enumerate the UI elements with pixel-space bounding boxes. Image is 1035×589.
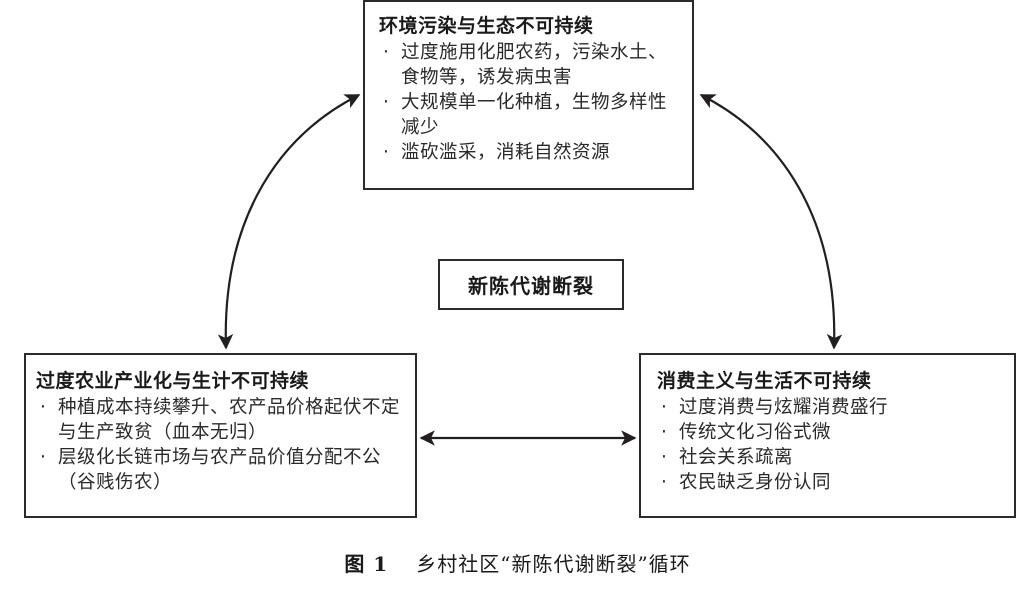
- list-item: · 层级化长链市场与农产品价值分配不公（谷贱伤农）: [36, 445, 405, 495]
- figure-title: 乡村社区“新陈代谢断裂”循环: [416, 552, 691, 576]
- list-item: · 过度施用化肥农药，污染水土、食物等，诱发病虫害: [379, 40, 678, 90]
- list-item: · 种植成本持续攀升、农产品价格起伏不定与生产致贫（血本无归）: [36, 395, 405, 445]
- item-text: 农民缺乏身份认同: [679, 472, 832, 493]
- consumerism-box: 消费主义与生活不可持续 · 过度消费与炫耀消费盛行 · 传统文化习俗式微 · 社会关系…: [639, 353, 1016, 518]
- environment-title: 环境污染与生态不可持续: [379, 15, 594, 37]
- list-item: · 传统文化习俗式微: [657, 420, 1004, 445]
- consumerism-items: · 过度消费与炫耀消费盛行 · 传统文化习俗式微 · 社会关系疏离 · 农民缺乏身份认同: [657, 395, 1004, 495]
- list-item: · 过度消费与炫耀消费盛行: [657, 395, 1004, 420]
- bullet-icon: ·: [40, 447, 47, 468]
- agriculture-title: 过度农业产业化与生计不可持续: [36, 370, 310, 392]
- bullet-icon: ·: [383, 42, 390, 63]
- environment-box: 环境污染与生态不可持续 · 过度施用化肥农药，污染水土、食物等，诱发病虫害 · 大规…: [363, 0, 694, 190]
- item-text: 大规模单一化种植，生物多样性减少: [401, 92, 668, 138]
- bullet-icon: ·: [661, 447, 668, 468]
- item-text: 种植成本持续攀升、农产品价格起伏不定与生产致贫（血本无归）: [58, 397, 401, 443]
- bullet-icon: ·: [661, 422, 668, 443]
- center-box: 新陈代谢断裂: [438, 259, 624, 310]
- arrow-environment-agriculture: [217, 94, 361, 350]
- arrow-environment-consumerism: [699, 94, 843, 350]
- item-text: 社会关系疏离: [679, 447, 794, 468]
- list-item: · 农民缺乏身份认同: [657, 470, 1004, 495]
- bullet-icon: ·: [661, 397, 668, 418]
- figure-caption: 图 1 乡村社区“新陈代谢断裂”循环: [0, 548, 1035, 577]
- list-item: · 滥砍滥采，消耗自然资源: [379, 140, 678, 165]
- item-text: 滥砍滥采，消耗自然资源: [401, 142, 611, 163]
- bullet-icon: ·: [383, 92, 390, 113]
- bullet-icon: ·: [40, 397, 47, 418]
- bullet-icon: ·: [383, 142, 390, 163]
- item-text: 层级化长链市场与农产品价值分配不公（谷贱伤农）: [58, 447, 382, 493]
- list-item: · 大规模单一化种植，生物多样性减少: [379, 90, 678, 140]
- agriculture-items: · 种植成本持续攀升、农产品价格起伏不定与生产致贫（血本无归） · 层级化长链市场与…: [36, 395, 405, 495]
- item-text: 过度施用化肥农药，污染水土、食物等，诱发病虫害: [401, 42, 668, 88]
- center-label: 新陈代谢断裂: [468, 274, 594, 298]
- agriculture-box: 过度农业产业化与生计不可持续 · 种植成本持续攀升、农产品价格起伏不定与生产致贫（…: [24, 353, 417, 518]
- environment-items: · 过度施用化肥农药，污染水土、食物等，诱发病虫害 · 大规模单一化种植，生物多样性…: [379, 40, 678, 165]
- figure-number: 图 1: [344, 552, 389, 576]
- item-text: 过度消费与炫耀消费盛行: [679, 397, 889, 418]
- consumerism-title: 消费主义与生活不可持续: [657, 370, 872, 392]
- item-text: 传统文化习俗式微: [679, 422, 832, 443]
- list-item: · 社会关系疏离: [657, 445, 1004, 470]
- bullet-icon: ·: [661, 472, 668, 493]
